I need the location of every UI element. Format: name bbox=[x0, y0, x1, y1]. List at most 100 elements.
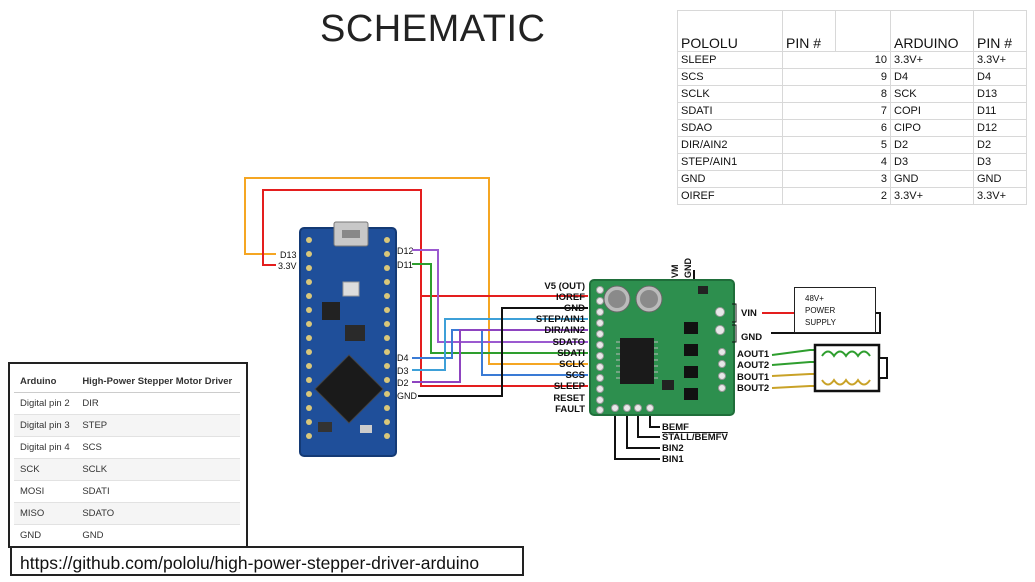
power-supply-line1: 48V+ bbox=[805, 294, 824, 303]
wire-bout2 bbox=[771, 385, 816, 389]
mapping-cell: SCK bbox=[14, 458, 77, 481]
pololu-cell: D3 bbox=[973, 153, 1027, 171]
wire-3v3-sleep bbox=[420, 296, 588, 387]
mapping-cell: Digital pin 4 bbox=[14, 436, 77, 459]
pololu-cell: D13 bbox=[973, 85, 1027, 103]
driver-label-bout1: BOUT1 bbox=[737, 372, 770, 383]
pololu-cell: D4 bbox=[973, 68, 1027, 86]
mapping-cell: SCLK bbox=[76, 458, 240, 481]
mapping-cell: MOSI bbox=[14, 480, 77, 503]
mapping-cell: GND bbox=[14, 524, 77, 546]
wire-d13-sclk bbox=[244, 177, 588, 365]
pololu-cell: 10 bbox=[782, 51, 891, 69]
pololu-cell: 3.3V+ bbox=[890, 51, 974, 69]
driver-label-step: STEP/AIN1 bbox=[536, 314, 586, 325]
mapping-cell: SDATO bbox=[76, 502, 240, 525]
pololu-cell: 6 bbox=[782, 119, 891, 137]
pololu-cell: SLEEP bbox=[677, 51, 783, 69]
driver-label-reset: RESET bbox=[553, 393, 585, 404]
mapping-cell: SDATI bbox=[76, 480, 240, 503]
pololu-cell: 4 bbox=[782, 153, 891, 171]
page-title: SCHEMATIC bbox=[320, 8, 546, 50]
pololu-cell: 3.3V+ bbox=[973, 187, 1027, 205]
driver-label-sleep: SLEEP bbox=[554, 381, 586, 392]
driver-label-stall: STALL/BEMFV bbox=[662, 432, 728, 443]
driver-label-sdato: SDATO bbox=[553, 337, 585, 348]
driver-label-right-gnd: GND bbox=[741, 332, 762, 343]
pololu-cell: D2 bbox=[890, 136, 974, 154]
pololu-cell: STEP/AIN1 bbox=[677, 153, 783, 171]
mapping-table-box: Arduino High-Power Stepper Motor Driver … bbox=[8, 362, 248, 548]
pololu-cell: 5 bbox=[782, 136, 891, 154]
pololu-cell: GND bbox=[890, 170, 974, 188]
pololu-cell: D2 bbox=[973, 136, 1027, 154]
wire-d2-dir bbox=[412, 329, 588, 383]
mapping-cell: DIR bbox=[76, 392, 240, 415]
pololu-cell: D3 bbox=[890, 153, 974, 171]
mapping-table: Arduino High-Power Stepper Motor Driver … bbox=[14, 370, 240, 546]
github-url-link[interactable]: https://github.com/pololu/high-power-ste… bbox=[10, 546, 524, 576]
pololu-header-arduino: ARDUINO bbox=[890, 10, 974, 52]
driver-label-vin: VIN bbox=[741, 308, 757, 319]
pololu-header-pin: PIN # bbox=[782, 10, 836, 52]
wire-3v3-ioref bbox=[262, 189, 588, 297]
driver-label-bin2: BIN2 bbox=[662, 443, 684, 454]
pololu-cell: D4 bbox=[890, 68, 974, 86]
mapping-cell: Digital pin 2 bbox=[14, 392, 77, 415]
arduino-label-d3: D3 bbox=[397, 366, 409, 376]
mapping-cell: MISO bbox=[14, 502, 77, 525]
wire-d11-sdati bbox=[412, 263, 588, 354]
driver-label-top-gnd: GND bbox=[683, 258, 693, 279]
pololu-cell: OIREF bbox=[677, 187, 783, 205]
mapping-header-arduino: Arduino bbox=[14, 370, 77, 393]
driver-label-scs: SCS bbox=[565, 370, 585, 381]
driver-label-aout1: AOUT1 bbox=[737, 349, 770, 360]
pololu-cell: 9 bbox=[782, 68, 891, 86]
arduino-label-d11: D11 bbox=[397, 260, 413, 270]
driver-label-vm: VM bbox=[670, 265, 680, 279]
arduino-label-gnd: GND bbox=[397, 391, 418, 401]
mapping-cell: SCS bbox=[76, 436, 240, 459]
pololu-cell: D12 bbox=[973, 119, 1027, 137]
arduino-label-d2: D2 bbox=[397, 378, 409, 388]
power-supply-line3: SUPPLY bbox=[805, 318, 836, 327]
driver-label-fault: FAULT bbox=[555, 404, 585, 415]
pololu-cell: 3.3V+ bbox=[973, 51, 1027, 69]
driver-label-sclk: SCLK bbox=[559, 359, 585, 370]
power-supply-box: 48V+ POWER SUPPLY bbox=[794, 287, 876, 333]
power-supply-line2: POWER bbox=[805, 306, 836, 315]
pololu-header-pololu: POLOLU bbox=[677, 10, 783, 52]
arduino-label-d4: D4 bbox=[397, 353, 409, 363]
pololu-cell: CIPO bbox=[890, 119, 974, 137]
pololu-cell: DIR/AIN2 bbox=[677, 136, 783, 154]
pololu-cell: SCS bbox=[677, 68, 783, 86]
pololu-driver-board bbox=[589, 279, 735, 416]
pololu-cell: 3 bbox=[782, 170, 891, 188]
pololu-header-arduino-pin: PIN # bbox=[973, 10, 1027, 52]
arduino-label-3v3: 3.3V bbox=[278, 261, 297, 271]
driver-label-sdati: SDATI bbox=[557, 348, 585, 359]
wire-aout1 bbox=[771, 349, 816, 356]
pololu-cell: COPI bbox=[890, 102, 974, 120]
pololu-cell: 7 bbox=[782, 102, 891, 120]
arduino-nano-board bbox=[299, 221, 397, 457]
pololu-cell: SCK bbox=[890, 85, 974, 103]
pololu-cell: SCLK bbox=[677, 85, 783, 103]
mapping-header-driver: High-Power Stepper Motor Driver bbox=[76, 370, 240, 393]
mapping-cell: Digital pin 3 bbox=[14, 414, 77, 437]
wire-bin2 bbox=[626, 410, 660, 449]
pololu-cell: SDATI bbox=[677, 102, 783, 120]
pololu-cell: D11 bbox=[973, 102, 1027, 120]
